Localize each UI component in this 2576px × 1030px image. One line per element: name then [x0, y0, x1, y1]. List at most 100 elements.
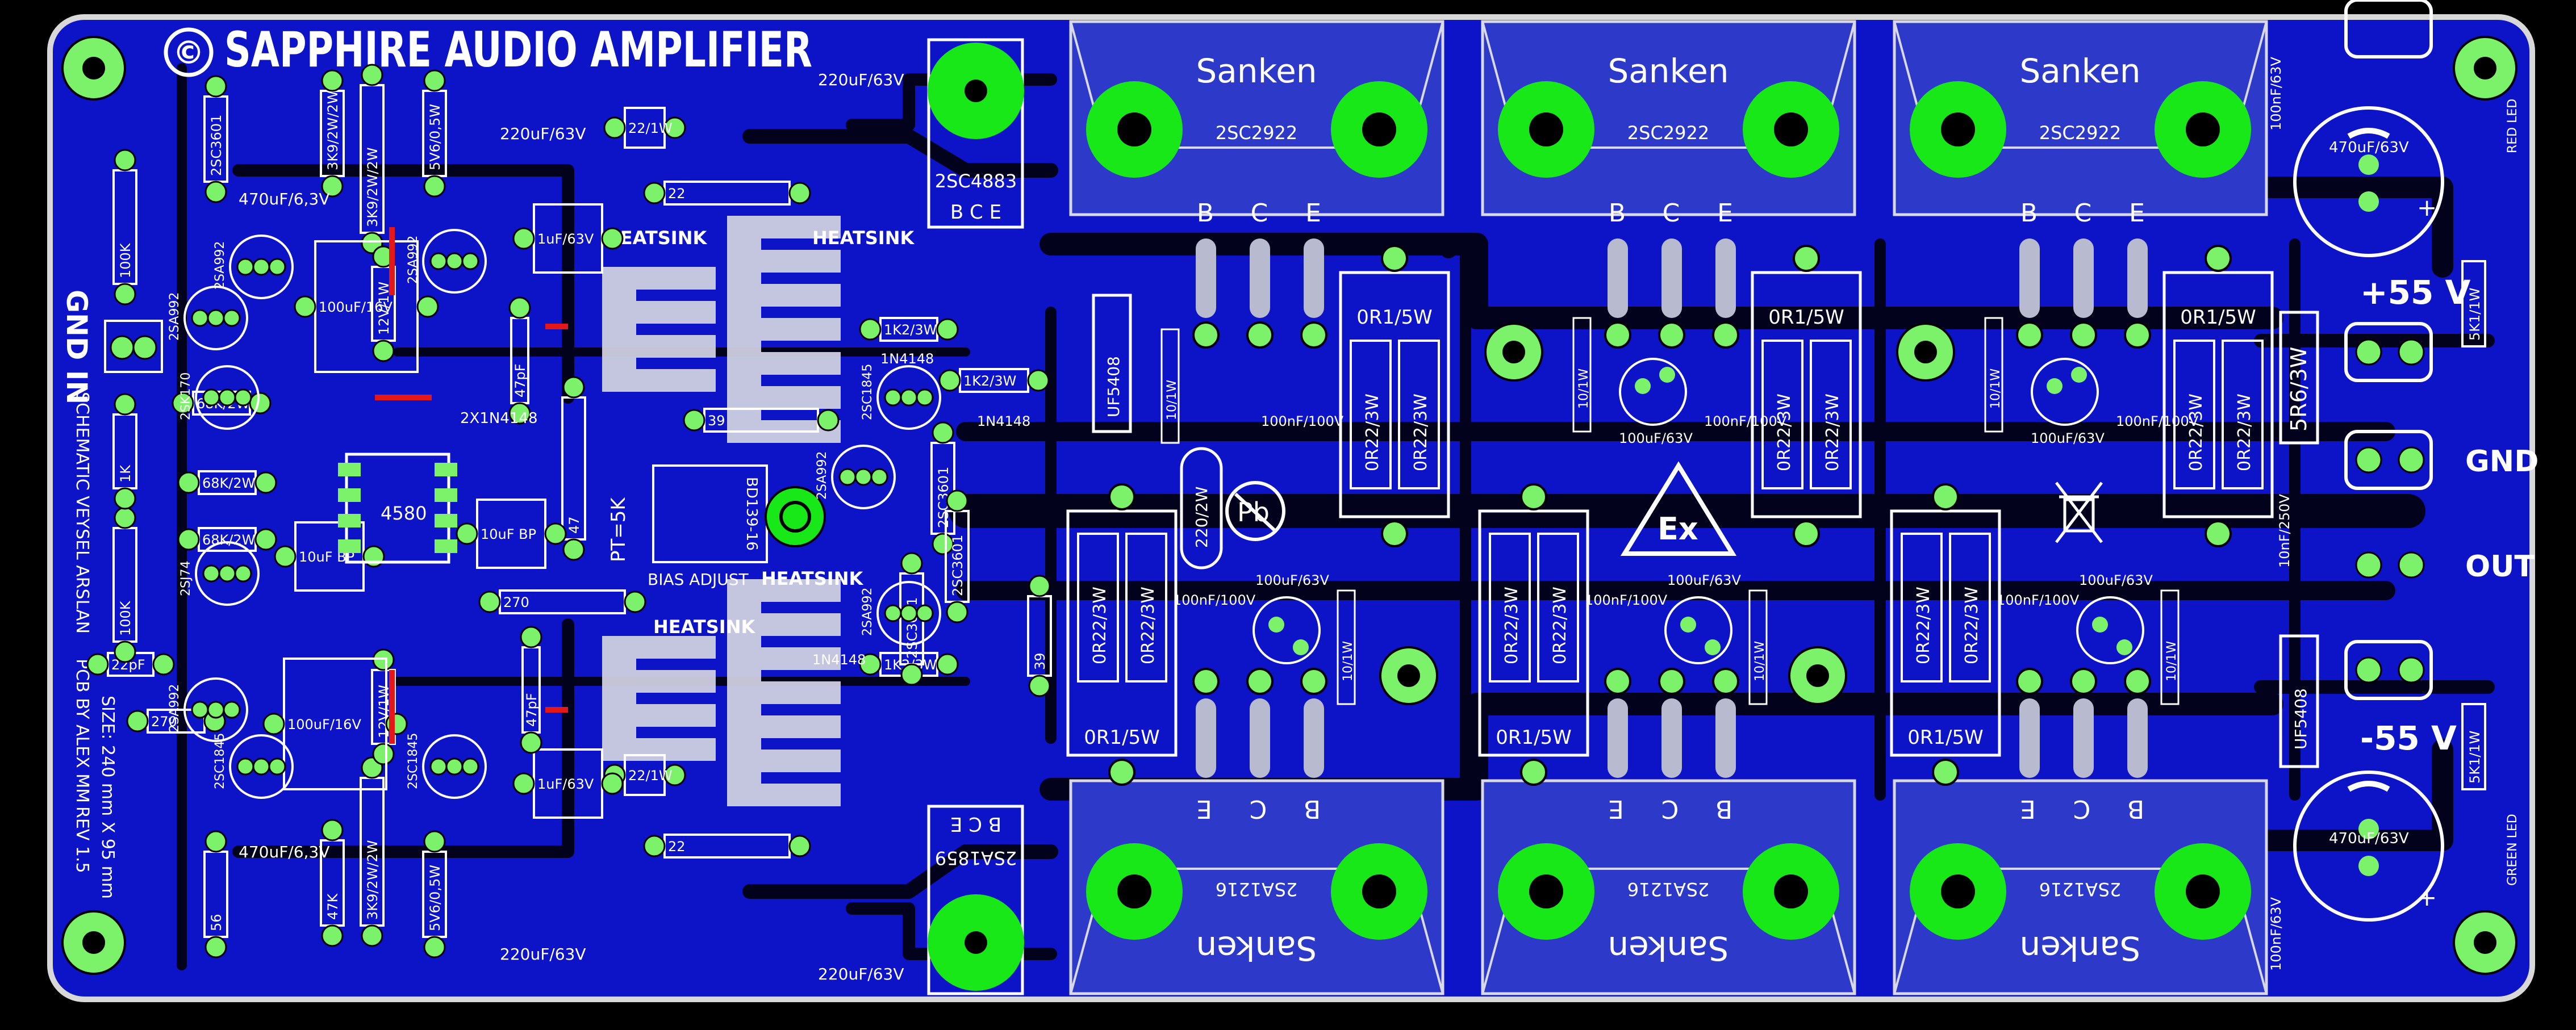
- film-cap-bottom-label: 100nF/100V: [1173, 592, 1256, 608]
- pt-top-brand-2: Sanken: [1608, 52, 1729, 90]
- pt-bot-pin-label: C: [1661, 794, 1679, 823]
- gnd-in-label: GND IN: [60, 290, 93, 404]
- r-10-1w-bottom: 10/1W: [2165, 641, 2179, 681]
- heatsink-label-2: HEATSINK: [812, 227, 915, 249]
- bias-pot[interactable]: [765, 486, 826, 547]
- small-component: 1uF/63V: [512, 748, 624, 819]
- res-0r22-label: 0R22/3W: [1775, 393, 1794, 471]
- small-component-label: 47pF: [524, 693, 540, 727]
- conn-plus55[interactable]: [2344, 322, 2433, 382]
- small-component: 22/1W: [603, 107, 686, 149]
- small-component-label: 22: [668, 186, 686, 202]
- to92-label: 2SC1845: [861, 364, 875, 420]
- heatsink-label-3: HEATSINK: [653, 616, 755, 638]
- small-component: 10uF BP: [274, 521, 385, 592]
- svg-text:Ex: Ex: [1658, 511, 1698, 547]
- r-led-bottom-label: 5K1/1W: [2467, 731, 2483, 784]
- small-component-label: 22: [668, 839, 686, 855]
- led-section: RED LED GREEN LED 5K1/1W 5K1/1W 5R6/3W U…: [2268, 57, 2520, 971]
- pt-top-pin-label: B: [1609, 199, 1626, 228]
- pt-top-pin-label: C: [1251, 199, 1268, 228]
- heatsinks: [602, 216, 841, 806]
- r-led-top-label: 5K1/1W: [2467, 288, 2483, 341]
- res-0r22-body: [1537, 533, 1579, 683]
- res-0r22-body: [2173, 340, 2215, 489]
- small-component: 3K9/2W/2W: [360, 64, 385, 254]
- pt-top-leg: [1196, 238, 1216, 318]
- small-component-label: 100uF/16V: [287, 717, 361, 732]
- pb-free-icon: [1225, 481, 1285, 541]
- res-0r22-body: [1350, 340, 1392, 489]
- small-component-label: 2SC3601: [208, 115, 224, 176]
- small-component: 1K: [112, 393, 137, 510]
- rail-cap-bottom: [2293, 771, 2444, 922]
- small-rail-cap-bottom-label: 100nF/63V: [2268, 897, 2284, 971]
- r-led-top: [2461, 260, 2486, 347]
- small-component: 100K: [112, 506, 137, 663]
- small-component-label: 2SC3601: [950, 535, 966, 596]
- pt-top-pin-label: C: [2074, 199, 2092, 228]
- title-block: © SAPPHIRE AUDIO AMPLIFIER: [164, 22, 812, 78]
- pt-bot-leg: [2073, 698, 2094, 778]
- res-0r22-label: 0R22/3W: [2235, 393, 2254, 471]
- small-component: 1uF/63V: [512, 203, 624, 274]
- small-component-label: 5V6/0,5W: [427, 865, 443, 931]
- pt-bot-pin-label: B: [1304, 794, 1321, 823]
- small-component-label: 39: [708, 413, 725, 429]
- res-0r1-label: 0R1/5W: [2180, 306, 2256, 329]
- to92-label: 2SJ74: [179, 561, 193, 596]
- small-component-label: 1K2/3W: [963, 373, 1016, 389]
- driver-bottom: 2SA1859 B C E: [927, 805, 1024, 995]
- small-component-label: 100K: [118, 242, 133, 278]
- heatsink-label-4: HEATSINK: [761, 568, 863, 589]
- small-component: 68K/2W: [177, 527, 277, 552]
- driver-top: 2SC4883 B C E: [927, 38, 1024, 229]
- to92-label: 2SA992: [213, 241, 227, 290]
- pt-top-pin-label: B: [2020, 199, 2038, 228]
- pt-bot-brand-1: Sanken: [1196, 929, 1317, 968]
- pt-bot-leg: [2127, 698, 2148, 778]
- r-led-bottom: [2461, 703, 2486, 790]
- conn-out[interactable]: [2344, 0, 2433, 58]
- gnd-in-connector[interactable]: [104, 320, 163, 373]
- uf5408-mid-label: UF5408: [1104, 356, 1123, 417]
- r220-label: 220/2W: [1192, 487, 1211, 548]
- res-0r22-label: 0R22/3W: [1090, 587, 1110, 664]
- small-component-label: 1K2/3W: [884, 322, 937, 338]
- small-component-label: 39: [1032, 652, 1048, 670]
- small-component-label: 1uF/63V: [537, 231, 594, 247]
- small-component-label: 3K9/2W/2W: [365, 840, 381, 920]
- power-transistors-bottom: Sanken2SA1216BCESanken2SA1216BCESanken2S…: [1069, 668, 2268, 995]
- small-component-label: 47: [566, 516, 582, 534]
- to92-label: 2SA992: [815, 451, 829, 500]
- to92-transistor: 2SA992: [213, 235, 294, 299]
- pt-bot-part-3: 2SA1216: [2039, 878, 2122, 900]
- svg-text:+: +: [2417, 194, 2437, 221]
- pt-bot-part-1: 2SA1216: [1216, 878, 1298, 900]
- conn-minus55[interactable]: [2344, 640, 2433, 700]
- conn-gnd[interactable]: [2344, 430, 2433, 490]
- res-0r22-body: [1949, 533, 1991, 683]
- driver-bottom-part: 2SA1859: [935, 847, 1017, 869]
- pt-top-leg: [1250, 238, 1270, 318]
- film-cap-top-0-label: 100nF/100V: [1261, 413, 1344, 429]
- small-component: 1K2/3W: [859, 652, 959, 677]
- to92-transistor: 2SC1845: [861, 364, 941, 430]
- rail-caps: 470uF/63V + 470uF/63V +: [2293, 106, 2444, 922]
- to92-label: 2SA992: [861, 588, 875, 636]
- small-component: 10uF BP: [456, 499, 567, 569]
- res-0r22-label: 0R22/3W: [1138, 587, 1158, 664]
- pt-bot-leg: [1250, 698, 1270, 778]
- to92-transistor: 2SA992: [815, 445, 896, 509]
- r-10-1w-top: 10/1W: [1989, 369, 2003, 409]
- r-10-1w-bottom: 10/1W: [1753, 641, 1767, 681]
- small-component: 2SC3601: [930, 421, 955, 555]
- cap-input-top-2: 220uF/63V: [818, 70, 904, 89]
